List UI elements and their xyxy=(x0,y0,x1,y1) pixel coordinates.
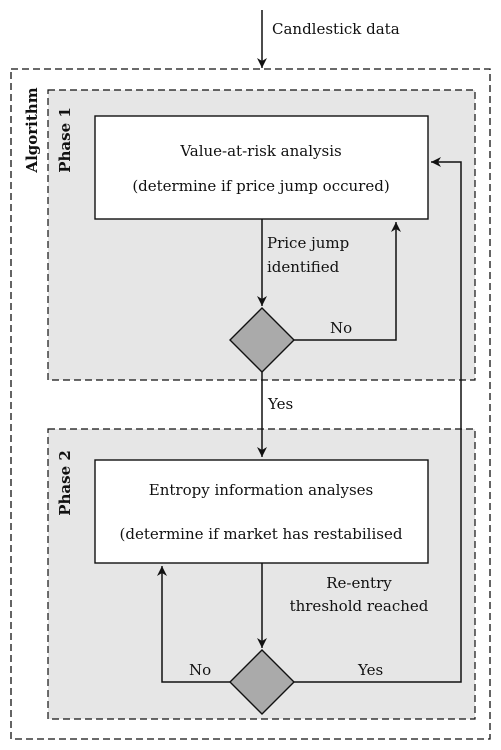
reentry-label-line1: Re-entry xyxy=(326,574,392,592)
reentry-label-line2: threshold reached xyxy=(290,597,429,615)
algorithm-frame xyxy=(10,68,491,740)
entropy-analysis-box xyxy=(94,459,429,564)
arrow-no-loop-phase1 xyxy=(294,222,401,341)
entropy-analysis-title: Entropy information analyses xyxy=(149,481,373,499)
arrow-no-loop-phase2 xyxy=(157,566,230,683)
price-jump-label-line2: identified xyxy=(267,258,340,276)
algorithm-label: Algorithm xyxy=(23,87,41,173)
price-jump-label-line1: Price jump xyxy=(267,234,349,252)
reentry-decision xyxy=(229,649,295,715)
var-analysis-box xyxy=(94,115,429,220)
phase2-yes-label: Yes xyxy=(357,661,383,679)
phase1-yes-label: Yes xyxy=(267,395,293,413)
phase1-no-label: No xyxy=(330,319,352,337)
var-analysis-subtitle: (determine if price jump occured) xyxy=(132,177,389,195)
input-label: Candlestick data xyxy=(272,20,400,38)
phase2-label: Phase 2 xyxy=(56,450,74,516)
phase2-no-label: No xyxy=(189,661,211,679)
var-analysis-title: Value-at-risk analysis xyxy=(179,142,341,160)
arrow-yes-loop-to-phase1 xyxy=(294,157,462,683)
phase1-label: Phase 1 xyxy=(56,107,74,173)
entropy-analysis-subtitle: (determine if market has restabilised xyxy=(120,525,403,543)
